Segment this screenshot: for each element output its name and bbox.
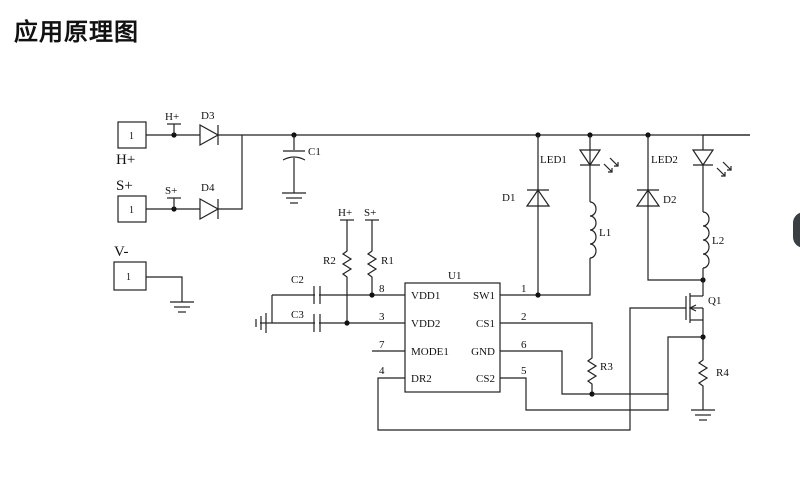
wire-led2 xyxy=(702,134,750,150)
ic-pin-num-3: 3 xyxy=(379,311,385,323)
diode-d2 xyxy=(635,188,661,207)
wire-d2 xyxy=(647,135,703,281)
led-led2 xyxy=(691,149,732,177)
label-c3: C3 xyxy=(291,309,304,321)
resistor-r3 xyxy=(586,355,598,394)
label-c2: C2 xyxy=(291,274,304,286)
diode-d4 xyxy=(199,197,220,221)
page-title: 应用原理图 xyxy=(14,18,139,46)
resistor-r4 xyxy=(697,356,709,410)
capacitor-c2 xyxy=(313,286,321,304)
label-l2: L2 xyxy=(712,235,724,247)
inductor-l2 xyxy=(702,211,710,269)
side-scroll-handle[interactable] xyxy=(793,212,800,248)
label-r4: R4 xyxy=(716,367,729,379)
capacitor-c1 xyxy=(282,150,306,161)
ic-pin-num-4: 4 xyxy=(379,365,385,377)
connector-s-plus-pin: 1 xyxy=(129,205,134,216)
label-led1: LED1 xyxy=(540,154,567,166)
net-label-r1-s-plus: S+ xyxy=(364,207,376,219)
ic-pin-num-5: 5 xyxy=(521,365,527,377)
led-led1 xyxy=(578,149,619,173)
label-r1: R1 xyxy=(381,255,394,267)
label-c1: C1 xyxy=(308,146,321,158)
label-u1: U1 xyxy=(448,270,461,282)
ic-pin-name-dr2: DR2 xyxy=(411,373,432,385)
wire-diode-or xyxy=(218,134,243,210)
label-d2: D2 xyxy=(663,194,676,206)
diode-d3 xyxy=(199,123,220,147)
label-r3: R3 xyxy=(600,361,613,373)
capacitor-c3 xyxy=(313,314,321,332)
label-led2: LED2 xyxy=(651,154,678,166)
wire-q1-gate xyxy=(377,307,686,431)
wire-v-minus xyxy=(146,276,183,302)
ic-pin-name-sw1: SW1 xyxy=(473,290,495,302)
ic-pin-name-vdd2: VDD2 xyxy=(411,318,440,330)
ic-pin-num-7: 7 xyxy=(379,339,385,351)
mosfet-q1 xyxy=(685,268,704,323)
ic-pin-num-1: 1 xyxy=(521,283,527,295)
connector-v-minus xyxy=(113,261,147,291)
wire-cs2-r4 xyxy=(500,336,703,411)
wire-cs1-r3 xyxy=(500,322,593,355)
diode-d1 xyxy=(525,188,551,207)
ic-pin-name-cs1: CS1 xyxy=(476,318,495,330)
connector-v-minus-pin: 1 xyxy=(126,272,131,283)
wire-gnd-r3 xyxy=(500,350,592,395)
junction-sw1 xyxy=(535,292,541,298)
label-d3: D3 xyxy=(201,110,215,122)
ic-pin-num-6: 6 xyxy=(521,339,527,351)
label-d4: D4 xyxy=(201,182,215,194)
connector-s-plus-label: S+ xyxy=(116,178,133,194)
ic-pin-name-mode1: MODE1 xyxy=(411,346,449,358)
ic-pin-num-8: 8 xyxy=(379,283,385,295)
net-label-h-plus: H+ xyxy=(165,111,179,123)
ground-symbol-r4 xyxy=(691,409,715,421)
junction-r1-vdd1 xyxy=(369,292,375,298)
label-l1: L1 xyxy=(599,227,611,239)
ground-symbol-caps xyxy=(255,313,272,333)
ground-symbol-c1 xyxy=(282,192,306,204)
connector-v-minus-label: V- xyxy=(114,244,128,260)
inductor-l1 xyxy=(589,201,597,259)
resistor-r1 xyxy=(366,248,378,295)
resistor-r2 xyxy=(341,248,353,323)
ic-pin-num-2: 2 xyxy=(521,311,527,323)
label-q1: Q1 xyxy=(708,295,721,307)
net-label-s-plus: S+ xyxy=(165,185,177,197)
ic-pin-name-cs2: CS2 xyxy=(476,373,495,385)
ic-pin-name-vdd1: VDD1 xyxy=(411,290,440,302)
label-r2: R2 xyxy=(323,255,336,267)
net-label-r2-h-plus: H+ xyxy=(338,207,352,219)
ground-symbol-v-minus xyxy=(170,301,194,313)
label-d1: D1 xyxy=(502,192,515,204)
connector-h-plus-label: H+ xyxy=(116,152,135,168)
ic-pin-name-gnd: GND xyxy=(471,346,495,358)
connector-h-plus-pin: 1 xyxy=(129,131,134,142)
ic-u1 xyxy=(404,282,501,393)
wire-l1-sw1 xyxy=(500,258,591,296)
junction-r2-vdd2 xyxy=(344,320,350,326)
